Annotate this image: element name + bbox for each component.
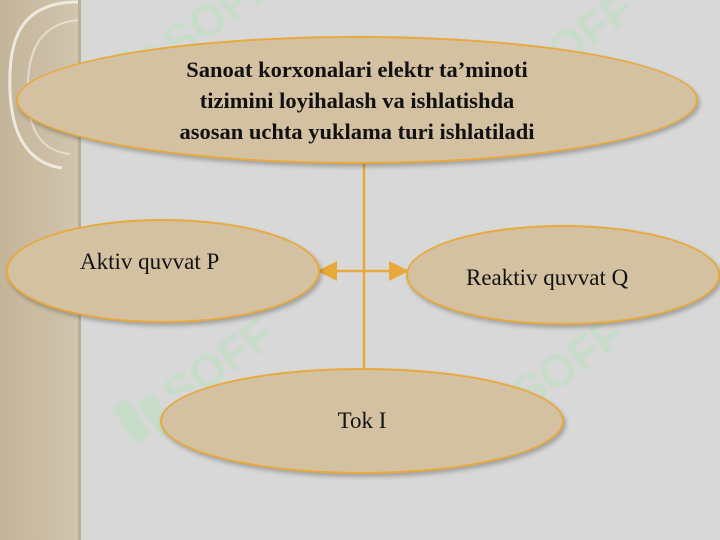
node-current-label: Tok I bbox=[337, 408, 387, 433]
root-line-3: asosan uchta yuklama turi ishlatiladi bbox=[179, 118, 535, 144]
root-node-text: Sanoat korxonalari elektr ta’minoti tizi… bbox=[179, 54, 534, 147]
root-line-1: Sanoat korxonalari elektr ta’minoti bbox=[186, 56, 528, 82]
root-line-2: tizimini loyihalash va ishlatishda bbox=[199, 87, 515, 113]
node-reactive-power-label: Reaktiv quvvat Q bbox=[466, 265, 629, 290]
node-active-power-label: Aktiv quvvat P bbox=[80, 249, 220, 274]
node-active-power: Aktiv quvvat P bbox=[6, 219, 320, 323]
node-current: Tok I bbox=[160, 368, 564, 474]
node-reactive-power: Reaktiv quvvat Q bbox=[406, 225, 720, 325]
root-node: Sanoat korxonalari elektr ta’minoti tizi… bbox=[16, 36, 698, 164]
